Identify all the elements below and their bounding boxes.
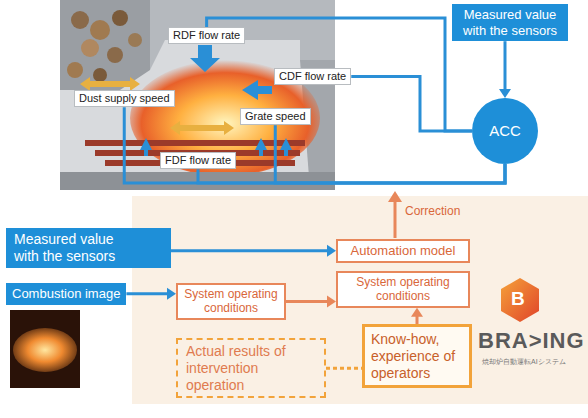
process-box: System operating conditions	[336, 271, 470, 308]
node-text: ACC	[489, 122, 521, 140]
correction-label: Correction	[405, 204, 460, 218]
grate-arrow	[170, 121, 234, 135]
connector	[207, 18, 472, 131]
acc-circle: ACC	[472, 98, 538, 164]
connector	[124, 107, 505, 183]
node-text: System operating conditions	[182, 287, 280, 316]
parameter-label: RDF flow rate	[168, 27, 245, 44]
logo-icon	[501, 278, 539, 322]
dust-arrow	[80, 77, 140, 91]
correction-arrow	[394, 200, 397, 238]
connector	[126, 288, 176, 300]
furnace-ground	[60, 0, 335, 190]
node-text: Dust supply speed	[79, 92, 170, 105]
parameter-label: Grate speed	[240, 108, 311, 125]
node-text: Grate speed	[245, 110, 306, 123]
callout-box: Actual results of intervention operation	[176, 338, 326, 398]
node-text: FDF flow rate	[165, 154, 231, 167]
cdf-arrow	[242, 80, 272, 100]
connector	[275, 125, 505, 183]
parameter-label: Dust supply speed	[74, 90, 175, 107]
node-text: Combustion image	[12, 286, 120, 302]
logo-letter: B	[511, 288, 525, 310]
sensor-box: Measured value with the sensors	[452, 4, 568, 41]
parameter-label: FDF flow rate	[160, 152, 236, 169]
connector	[286, 295, 336, 307]
connector	[351, 77, 472, 131]
node-text: System operating conditions	[342, 275, 464, 304]
logo-wordmark: BRA>ING	[478, 328, 585, 354]
node-text: RDF flow rate	[173, 29, 240, 42]
node-text: CDF flow rate	[279, 70, 346, 83]
model-box: Automation model	[336, 239, 470, 263]
node-text: Actual results of intervention operation	[186, 343, 316, 393]
node-text: Measured value with the sensors	[14, 231, 131, 265]
hopper	[60, 0, 150, 90]
connector	[499, 41, 511, 98]
node-text: Automation model	[342, 243, 464, 259]
process-box: System operating conditions	[176, 283, 286, 320]
furnace-wall	[150, 0, 335, 70]
ai-panel	[132, 196, 588, 404]
rdf-arrow	[190, 45, 220, 72]
logo-subtitle: 焼却炉自動運転AIシステム	[482, 357, 566, 367]
image-box: Combustion image	[6, 283, 126, 305]
knowhow-box: Know-how, experience of operators	[362, 324, 472, 388]
connector	[198, 164, 505, 183]
combustion-photo	[10, 310, 80, 388]
connector	[411, 308, 423, 324]
node-text: Know-how, experience of operators	[371, 331, 463, 381]
connector	[171, 245, 336, 257]
parameter-label: CDF flow rate	[274, 68, 351, 85]
sensor-box: Measured value with the sensors	[6, 228, 171, 268]
node-text: Measured value with the sensors	[458, 7, 562, 38]
connector	[326, 368, 362, 369]
